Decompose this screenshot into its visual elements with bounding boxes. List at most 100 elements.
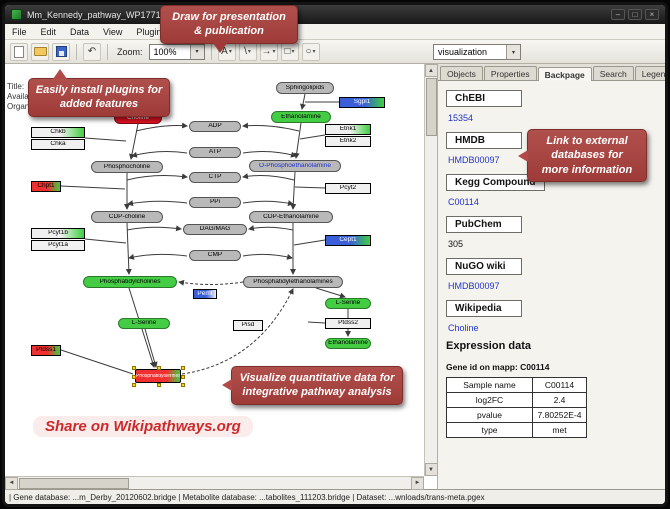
chevron-down-icon[interactable]: ▾ — [189, 44, 204, 59]
pathway-node-adp[interactable]: ADP — [189, 121, 241, 132]
expression-table: Sample name C00114 log2FC 2.4 pvalue 7.8… — [446, 377, 587, 438]
pathway-node-atp[interactable]: ATP — [189, 147, 241, 158]
vertical-scroll-thumb[interactable] — [425, 78, 437, 136]
arrow-tool-button[interactable]: →▾ — [259, 42, 278, 61]
scroll-left-icon[interactable]: ◄ — [5, 476, 18, 490]
toolbar-separator — [107, 43, 108, 60]
pathway-node-label: Ethanolamine — [281, 113, 321, 120]
pathway-node-label: Chkb — [50, 129, 66, 136]
zoom-value: 100% — [153, 46, 177, 57]
availability-label: Availability: — [7, 92, 33, 101]
pathway-node-pemt[interactable]: Pemt — [193, 289, 217, 299]
pathway-node-ethanolamine-right[interactable]: Ethanolamine — [325, 338, 371, 349]
toolbar: ↶ Zoom: 100% ▾ A▾ \▾ →▾ □▾ ○▾ visualizat… — [5, 40, 665, 64]
scroll-down-icon[interactable]: ▼ — [424, 463, 438, 476]
close-button[interactable]: × — [645, 9, 659, 20]
pathway-node-chka[interactable]: Chka — [31, 139, 85, 150]
scroll-up-icon[interactable]: ▲ — [424, 64, 438, 77]
pathway-node-etnk2[interactable]: Etnk2 — [325, 136, 371, 147]
undo-icon: ↶ — [87, 46, 97, 57]
gene-id-line: Gene id on mapp: C00114 — [446, 362, 550, 372]
selection-handle[interactable] — [181, 375, 185, 379]
pathway-node-l-serine-right[interactable]: L-Serine — [325, 298, 371, 309]
pathway-node-ctp[interactable]: CTP — [189, 172, 241, 183]
pathway-node-label: Phosphatidylserines — [136, 373, 180, 379]
kegg-link[interactable]: C00114 — [448, 197, 479, 207]
undo-button[interactable]: ↶ — [83, 42, 101, 61]
pathway-node-l-serine-left[interactable]: L-Serine — [118, 318, 170, 329]
pathway-node-phosphatidylcholines[interactable]: Phosphatidylcholines — [83, 276, 177, 288]
line-tool-button[interactable]: \▾ — [238, 42, 257, 61]
chevron-down-icon[interactable]: ▾ — [506, 45, 520, 59]
zoom-select[interactable]: 100% ▾ — [148, 43, 205, 60]
rectangle-tool-button[interactable]: □▾ — [280, 42, 299, 61]
pathway-node-ppi[interactable]: PPi — [189, 197, 241, 208]
pathway-node-cept1[interactable]: Cept1 — [325, 235, 371, 246]
selection-handle[interactable] — [157, 366, 161, 370]
selection-handle[interactable] — [132, 366, 136, 370]
tab-backpage[interactable]: Backpage — [537, 67, 592, 81]
open-button[interactable] — [31, 42, 49, 61]
menu-data[interactable]: Data — [70, 26, 90, 37]
line-tool-icon: \ — [244, 46, 247, 57]
vertical-scrollbar[interactable]: ▲ ▼ — [424, 64, 438, 476]
pathway-node-cmp[interactable]: CMP — [189, 250, 241, 261]
window-title: Mm_Kennedy_pathway_WP1771_45176.gpml — [27, 9, 213, 20]
new-file-button[interactable] — [10, 42, 28, 61]
pathway-node-ptdss1[interactable]: Ptdss1 — [31, 345, 61, 356]
menu-file[interactable]: File — [12, 26, 27, 37]
nugo-link[interactable]: HMDB00097 — [448, 281, 500, 291]
pathway-node-chpt1[interactable]: Chpt1 — [31, 181, 61, 192]
maximize-button[interactable]: □ — [628, 9, 642, 20]
minimize-button[interactable]: – — [611, 9, 625, 20]
pathway-node-phosphocholine[interactable]: Phosphocholine — [91, 161, 163, 173]
horizontal-scroll-thumb[interactable] — [19, 477, 129, 489]
pathway-node-dag-mag[interactable]: DAG/MAG — [183, 224, 247, 235]
selection-handle[interactable] — [181, 383, 185, 387]
pathway-node-label: O-Phosphoethanolamine — [259, 162, 331, 169]
tab-properties[interactable]: Properties — [483, 66, 537, 80]
save-button[interactable] — [52, 42, 70, 61]
pathway-node-etnk1[interactable]: Etnk1 — [325, 124, 371, 135]
pathway-node-phosphatidylserines[interactable]: Phosphatidylserines — [132, 366, 185, 387]
ellipse-tool-button[interactable]: ○▾ — [301, 42, 320, 61]
selection-handle[interactable] — [132, 375, 136, 379]
share-watermark-text: Share on Wikipathways.org — [33, 416, 253, 437]
pathway-node-label: Phosphocholine — [103, 163, 151, 170]
pathway-node-sgpl1[interactable]: Sgpl1 — [339, 97, 385, 108]
horizontal-scrollbar[interactable]: ◄ ► — [5, 476, 424, 490]
tab-legend[interactable]: Legend — [634, 66, 665, 80]
menu-view[interactable]: View — [103, 26, 123, 37]
tab-search[interactable]: Search — [592, 66, 634, 80]
selection-handle[interactable] — [157, 383, 161, 387]
chebi-link[interactable]: 15354 — [448, 113, 474, 123]
tab-objects[interactable]: Objects — [440, 66, 483, 80]
pathway-node-pcyt1a[interactable]: Pcyt1a — [31, 240, 85, 251]
visualization-select[interactable]: visualization ▾ — [433, 44, 521, 60]
hmdb-link[interactable]: HMDB00097 — [448, 155, 500, 165]
pathway-node-pcyt1b[interactable]: Pcyt1b — [31, 228, 85, 239]
organism-label: Organism: — [7, 102, 33, 111]
selection-handle[interactable] — [132, 383, 136, 387]
menu-edit[interactable]: Edit — [40, 26, 57, 37]
pathway-node-phosphatidylethanolamines[interactable]: Phosphatidylethanolamines — [243, 276, 343, 288]
pathway-node-sphingolipids[interactable]: Sphingolipids — [276, 82, 334, 94]
pathway-node-label: Phosphatidylcholines — [99, 278, 161, 285]
pathway-canvas[interactable]: Title: Availability: Organism: Sphingoli… — [5, 64, 438, 490]
table-cell: pvalue — [446, 407, 533, 423]
selection-handle[interactable] — [181, 366, 185, 370]
pathway-node-ptdss2[interactable]: Ptdss2 — [325, 318, 371, 329]
menu-plugins[interactable]: Plugins — [136, 26, 166, 37]
pathway-node-pisd[interactable]: Pisd — [233, 320, 263, 331]
pathway-node-chkb[interactable]: Chkb — [31, 127, 85, 138]
pathway-node-ethanolamine-top[interactable]: Ethanolamine — [271, 111, 331, 123]
pathway-node-o-phosphoethanolamine[interactable]: O-Phosphoethanolamine — [249, 160, 341, 172]
chevron-down-icon: ▾ — [312, 49, 316, 55]
scroll-right-icon[interactable]: ► — [411, 476, 424, 490]
pathway-node-label: Pcyt1a — [48, 242, 68, 249]
pathway-node-pcyt2[interactable]: Pcyt2 — [325, 183, 371, 194]
wikipedia-link[interactable]: Choline — [448, 323, 479, 333]
table-cell: 2.4 — [532, 392, 587, 408]
pathway-node-cdp-ethanolamine[interactable]: CDP-Ethanolamine — [249, 211, 333, 223]
pathway-node-cdp-choline[interactable]: CDP-choline — [91, 211, 163, 223]
